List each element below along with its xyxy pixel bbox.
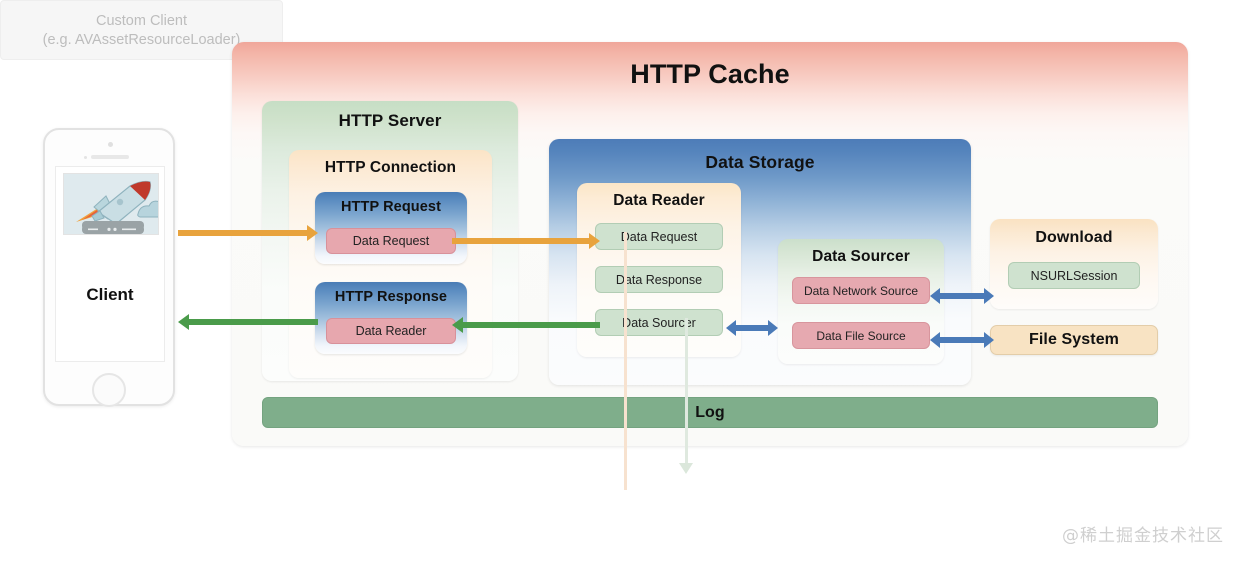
http-response-data-chip: Data Reader <box>326 318 456 344</box>
arrow-network-source-to-download <box>930 288 994 304</box>
data-reader-chip-response: Data Response <box>595 266 723 293</box>
phone-home-button-icon[interactable] <box>92 373 126 407</box>
player-controls-svg <box>82 225 144 234</box>
arrow-data-reader-to-http-response <box>452 317 600 333</box>
http-response-title: HTTP Response <box>334 289 448 305</box>
data-sourcer-title: Data Sourcer <box>812 248 910 265</box>
log-bar: Log <box>262 397 1158 428</box>
http-request-title: HTTP Request <box>340 199 442 215</box>
data-reader-chip-request: Data Request <box>595 223 723 250</box>
rocket-illustration-icon <box>63 173 159 235</box>
download-title: Download <box>1035 229 1113 246</box>
custom-client-line2: (e.g. AVAssetResourceLoader) <box>42 31 241 48</box>
watermark: @稀土掘金技术社区 <box>1062 526 1224 546</box>
http-response-box: HTTP Response Data Reader <box>315 282 467 354</box>
orange-connector-line <box>624 232 627 490</box>
client-label: Client <box>86 285 134 304</box>
http-cache-title: HTTP Cache <box>630 59 790 89</box>
phone-camera-icon <box>108 142 113 147</box>
download-box: Download NSURLSession <box>990 219 1158 309</box>
arrow-http-response-to-client <box>178 314 318 330</box>
http-request-data-chip: Data Request <box>326 228 456 254</box>
file-system-box: File System <box>990 325 1158 355</box>
http-connection-title: HTTP Connection <box>324 159 457 176</box>
client-phone-mockup: Client <box>43 128 175 407</box>
log-title: Log <box>695 403 725 421</box>
data-storage-title: Data Storage <box>705 152 815 172</box>
data-reader-box: Data Reader Data Request Data Response D… <box>577 183 741 357</box>
green-connector-line <box>685 318 688 466</box>
phone-screen: Client <box>55 166 165 362</box>
arrow-client-to-http-request <box>178 225 318 241</box>
video-player-bar-icon[interactable] <box>82 221 144 234</box>
nsurlsession-chip: NSURLSession <box>1008 262 1140 289</box>
data-sourcer-box: Data Sourcer Data Network Source Data Fi… <box>778 239 944 364</box>
arrow-data-reader-to-data-sourcer <box>726 320 778 336</box>
http-server-title: HTTP Server <box>338 111 442 130</box>
phone-speaker-icon <box>91 155 129 159</box>
data-reader-chip-sourcer: Data Sourcer <box>595 309 723 336</box>
data-sourcer-chip-file: Data File Source <box>792 322 930 349</box>
file-system-title: File System <box>1028 331 1120 348</box>
custom-client-line1: Custom Client <box>95 12 188 29</box>
green-connector-arrowhead <box>679 463 693 474</box>
arrow-http-request-to-data-reader <box>452 233 600 249</box>
arrow-file-source-to-file-system <box>930 332 994 348</box>
http-request-box: HTTP Request Data Request <box>315 192 467 264</box>
data-sourcer-chip-network: Data Network Source <box>792 277 930 304</box>
phone-sensor-icon <box>84 156 87 159</box>
data-reader-title: Data Reader <box>613 192 705 209</box>
